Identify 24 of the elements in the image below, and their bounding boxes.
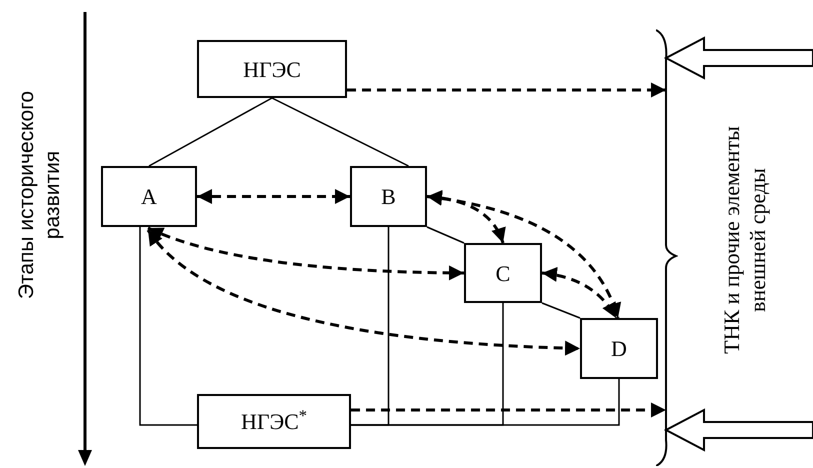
connector-line <box>139 227 197 426</box>
connector-line <box>351 379 620 426</box>
axis-label: Этапы исторического развития <box>14 90 65 302</box>
process-box: B <box>350 166 427 227</box>
dashed-arrow <box>426 191 620 318</box>
connector-line <box>426 226 464 244</box>
dashed-arrow <box>197 189 350 204</box>
process-box: D <box>580 318 658 379</box>
process-box: A <box>101 166 197 227</box>
connector-line <box>272 97 409 167</box>
hollow-arrow <box>664 408 813 452</box>
dashed-arrow <box>347 82 666 98</box>
process-box: НГЭС <box>197 40 347 98</box>
process-box: НГЭС$^{*}$ <box>197 394 351 449</box>
dashed-arrow <box>147 226 464 280</box>
connector-line <box>542 302 580 319</box>
hollow-arrow <box>664 36 813 80</box>
side-label: ТНК и прочие элементы внешней среды <box>719 125 771 356</box>
dashed-arrow <box>542 267 618 319</box>
dashed-arrow <box>351 402 666 418</box>
dashed-arrow <box>426 190 505 244</box>
dashed-arrow <box>146 229 580 356</box>
process-box: C <box>464 243 542 303</box>
connector-line <box>148 97 272 167</box>
